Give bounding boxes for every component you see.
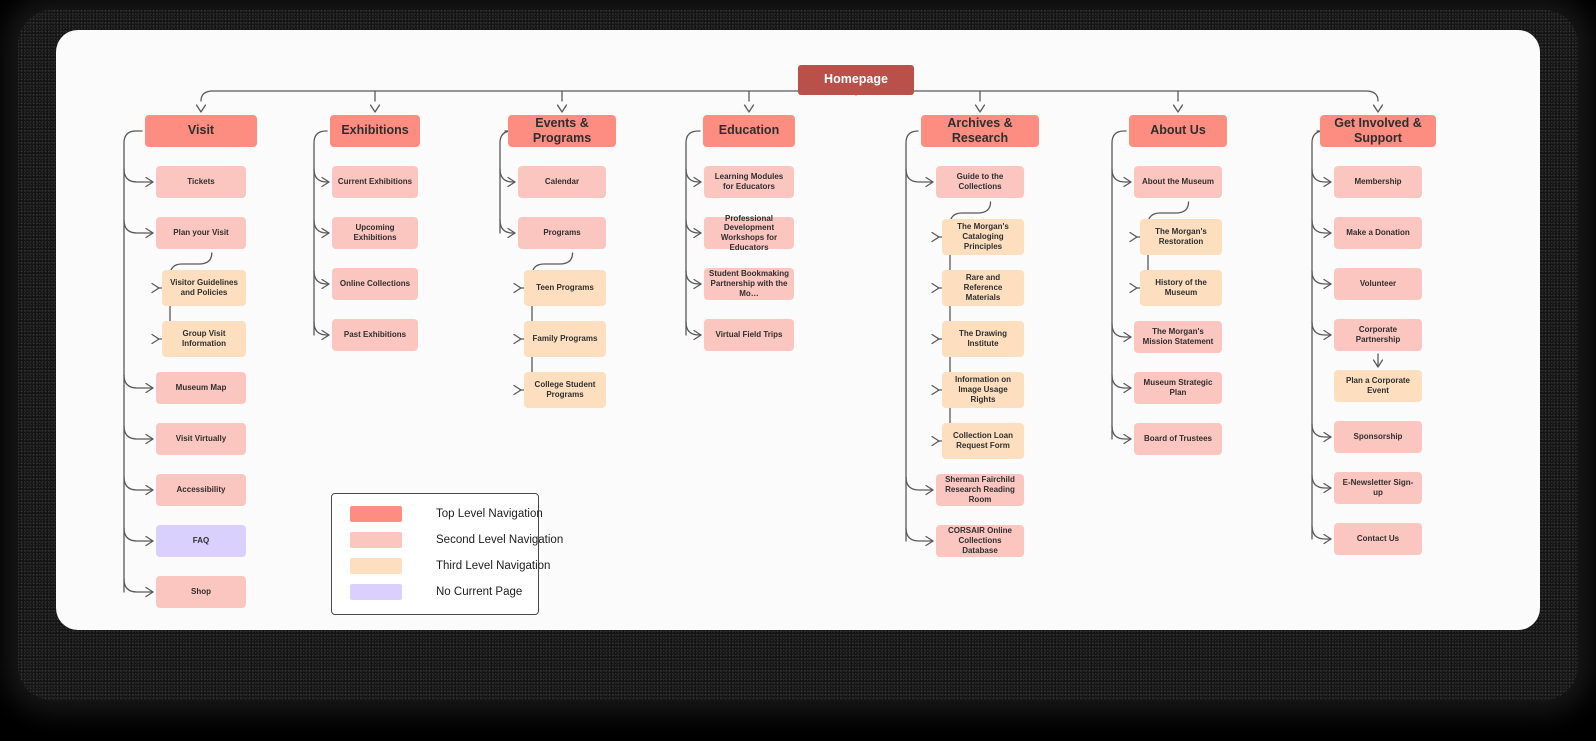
legend-label-top: Top Level Navigation bbox=[436, 508, 543, 520]
node-exhibitions-current-exhibitions[interactable]: Current Exhibitions bbox=[332, 166, 418, 198]
node-get-involved-support-contact-us[interactable]: Contact Us bbox=[1334, 523, 1422, 555]
node-education-student-bookmaking-partnership-with-the-mo[interactable]: Student Bookmaking Partnership with the … bbox=[704, 268, 794, 300]
node-archives-research-rare-and-reference-materials[interactable]: Rare and Reference Materials bbox=[942, 270, 1024, 306]
node-visit-visitor-guidelines-and-policies[interactable]: Visitor Guidelines and Policies bbox=[162, 270, 246, 306]
node-about-us-the-morgan-s-mission-statement[interactable]: The Morgan's Mission Statement bbox=[1134, 321, 1222, 353]
node-education-learning-modules-for-educators[interactable]: Learning Modules for Educators bbox=[704, 166, 794, 198]
node-events-programs-programs[interactable]: Programs bbox=[518, 217, 606, 249]
node-visit-shop[interactable]: Shop bbox=[156, 576, 246, 608]
node-archives-research-corsair-online-collections-database[interactable]: CORSAIR Online Collections Database bbox=[936, 525, 1024, 557]
node-about-us-board-of-trustees[interactable]: Board of Trustees bbox=[1134, 423, 1222, 455]
legend-row-second: Second Level Navigation bbox=[350, 531, 563, 549]
legend-row-third: Third Level Navigation bbox=[350, 557, 550, 575]
node-events-programs-college-student-programs[interactable]: College Student Programs bbox=[524, 372, 606, 408]
node-visit-museum-map[interactable]: Museum Map bbox=[156, 372, 246, 404]
legend-row-top: Top Level Navigation bbox=[350, 505, 543, 523]
node-archives-research-the-morgan-s-cataloging-principles[interactable]: The Morgan's Cataloging Principles bbox=[942, 219, 1024, 255]
node-get-involved-support-plan-a-corporate-event[interactable]: Plan a Corporate Event bbox=[1334, 370, 1422, 402]
node-visit-tickets[interactable]: Tickets bbox=[156, 166, 246, 198]
node-homepage[interactable]: Homepage bbox=[798, 65, 914, 95]
node-about-us-history-of-the-museum[interactable]: History of the Museum bbox=[1140, 270, 1222, 306]
node-visit-plan-your-visit[interactable]: Plan your Visit bbox=[156, 217, 246, 249]
legend-label-second: Second Level Navigation bbox=[436, 534, 564, 546]
node-visit[interactable]: Visit bbox=[145, 115, 257, 147]
legend-swatch-third bbox=[350, 558, 402, 574]
node-events-programs[interactable]: Events & Programs bbox=[508, 115, 616, 147]
node-visit-group-visit-information[interactable]: Group Visit Information bbox=[162, 321, 246, 357]
legend-label-third: Third Level Navigation bbox=[436, 560, 551, 572]
legend-swatch-top bbox=[350, 506, 402, 522]
node-exhibitions-past-exhibitions[interactable]: Past Exhibitions bbox=[332, 319, 418, 351]
legend: Top Level Navigation Second Level Naviga… bbox=[331, 493, 563, 615]
node-exhibitions[interactable]: Exhibitions bbox=[330, 115, 420, 147]
legend-row-none: No Current Page bbox=[350, 583, 522, 601]
node-education[interactable]: Education bbox=[703, 115, 795, 147]
node-education-virtual-field-trips[interactable]: Virtual Field Trips bbox=[704, 319, 794, 351]
node-archives-research-guide-to-the-collections[interactable]: Guide to the Collections bbox=[936, 166, 1024, 198]
node-archives-research-sherman-fairchild-research-reading-room[interactable]: Sherman Fairchild Research Reading Room bbox=[936, 474, 1024, 506]
node-visit-accessibility[interactable]: Accessibility bbox=[156, 474, 246, 506]
node-get-involved-support-e-newsletter-sign-up[interactable]: E-Newsletter Sign-up bbox=[1334, 472, 1422, 504]
legend-label-none: No Current Page bbox=[436, 586, 523, 598]
legend-swatch-second bbox=[350, 532, 402, 548]
node-archives-research-the-drawing-institute[interactable]: The Drawing Institute bbox=[942, 321, 1024, 357]
node-archives-research[interactable]: Archives & Research bbox=[921, 115, 1039, 147]
node-archives-research-collection-loan-request-form[interactable]: Collection Loan Request Form bbox=[942, 423, 1024, 459]
node-about-us-about-the-museum[interactable]: About the Museum bbox=[1134, 166, 1222, 198]
node-education-professional-development-workshops-for-educators[interactable]: Professional Development Workshops for E… bbox=[704, 214, 794, 252]
node-get-involved-support-sponsorship[interactable]: Sponsorship bbox=[1334, 421, 1422, 453]
node-get-involved-support-make-a-donation[interactable]: Make a Donation bbox=[1334, 217, 1422, 249]
node-exhibitions-upcoming-exhibitions[interactable]: Upcoming Exhibitions bbox=[332, 217, 418, 249]
node-visit-visit-virtually[interactable]: Visit Virtually bbox=[156, 423, 246, 455]
node-events-programs-family-programs[interactable]: Family Programs bbox=[524, 321, 606, 357]
node-get-involved-support-membership[interactable]: Membership bbox=[1334, 166, 1422, 198]
node-exhibitions-online-collections[interactable]: Online Collections bbox=[332, 268, 418, 300]
node-about-us-the-morgan-s-restoration[interactable]: The Morgan's Restoration bbox=[1140, 219, 1222, 255]
legend-swatch-none bbox=[350, 584, 402, 600]
node-events-programs-teen-programs[interactable]: Teen Programs bbox=[524, 270, 606, 306]
node-get-involved-support-volunteer[interactable]: Volunteer bbox=[1334, 268, 1422, 300]
node-visit-faq[interactable]: FAQ bbox=[156, 525, 246, 557]
node-archives-research-information-on-image-usage-rights[interactable]: Information on Image Usage Rights bbox=[942, 372, 1024, 408]
node-get-involved-support[interactable]: Get Involved & Support bbox=[1320, 115, 1436, 147]
node-get-involved-support-corporate-partnership[interactable]: Corporate Partnership bbox=[1334, 319, 1422, 351]
connector-lines bbox=[123, 80, 1384, 598]
node-about-us-museum-strategic-plan[interactable]: Museum Strategic Plan bbox=[1134, 372, 1222, 404]
node-events-programs-calendar[interactable]: Calendar bbox=[518, 166, 606, 198]
node-about-us[interactable]: About Us bbox=[1129, 115, 1227, 147]
